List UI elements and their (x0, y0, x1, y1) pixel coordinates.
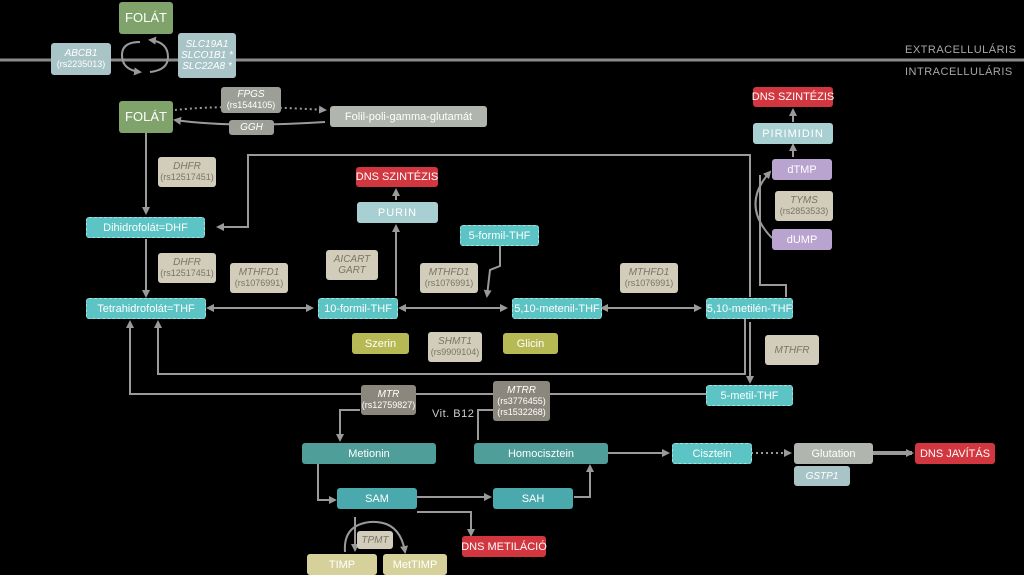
dhfr1-name: DHFR (173, 161, 201, 172)
shmt1-rs: (rs9909104) (430, 347, 480, 357)
gart-name: GART (338, 265, 366, 276)
mthfd1c-name: MTHFD1 (628, 267, 670, 278)
extracellular-label: EXTRACELLULÁRIS (905, 44, 1017, 56)
formil5-node: 5-formil-THF (460, 225, 539, 246)
shmt1-name: SHMT1 (438, 336, 472, 347)
mtrr-rs2: (rs1532268) (497, 406, 546, 417)
folil-poli-gamma-glutamat: Folil-poli-gamma-glutamát (330, 106, 487, 127)
tyms-enzyme: TYMS (rs2853533) (775, 191, 833, 221)
slco1b1-name: SLCO1B1 * (181, 50, 233, 61)
dns-szintezis-pirimidin: DNS SZINTÉZIS (752, 87, 834, 107)
mtrr-enzyme: MTRR (rs3776455) (rs1532268) (493, 381, 550, 421)
ggh-enzyme: GGH (229, 120, 274, 135)
slc22a8-name: SLC22A8 * (182, 61, 232, 72)
timp-node: TIMP (307, 554, 377, 575)
mthfd1b-rs: (rs1076991) (424, 278, 474, 288)
mtrr-rs1: (rs3776455) (497, 395, 546, 406)
glutation-node: Glutation (794, 443, 873, 464)
dns-javitas-node: DNS JAVÍTÁS (915, 443, 995, 464)
metil5-node: 5-metil-THF (706, 385, 793, 406)
gstp1-name: GSTP1 (805, 470, 839, 482)
mtr-rs: (rs12759827) (361, 400, 416, 410)
intracellular-label: INTRACELLULÁRIS (905, 66, 1013, 78)
tpmt-enzyme: TPMT (357, 531, 393, 549)
abcb1-name: ABCB1 (64, 48, 98, 59)
sam-node: SAM (337, 488, 417, 509)
slc-transporters: SLC19A1 SLCO1B1 * SLC22A8 * (178, 33, 236, 78)
aicart-gart-enzyme: AICART GART (326, 250, 378, 280)
gstp1-enzyme: GSTP1 (794, 466, 850, 486)
dhfr1-rs: (rs12517451) (160, 172, 214, 182)
mthfd1a-name: MTHFD1 (238, 267, 280, 278)
mtr-name: MTR (377, 389, 400, 400)
vit-b12-label: Vit. B12 (432, 408, 475, 420)
mthfr-enzyme: MTHFR (765, 335, 819, 365)
aicart-name: AICART (333, 254, 371, 265)
mthfd1-enzyme-b: MTHFD1 (rs1076991) (420, 263, 478, 293)
dtmp-node: dTMP (772, 159, 832, 180)
homocisztein-node: Homocisztein (474, 443, 608, 464)
formil10-node: 10-formil-THF (318, 298, 398, 319)
purin-node: PURIN (357, 202, 438, 223)
abcb1-rs: (rs2235013) (56, 59, 106, 69)
shmt1-enzyme: SHMT1 (rs9909104) (428, 332, 482, 362)
dhfr-enzyme-2: DHFR (rs12517451) (158, 253, 216, 283)
fpgs-rs: (rs1544105) (226, 100, 276, 110)
dump-node: dUMP (772, 229, 832, 250)
folat-extracellular: FOLÁT (119, 2, 173, 34)
cisztein-node: Cisztein (672, 443, 752, 464)
mthfr-name: MTHFR (774, 344, 810, 356)
slc19a1-name: SLC19A1 (185, 39, 229, 50)
ggh-name: GGH (240, 122, 263, 133)
mthfd1a-rs: (rs1076991) (234, 278, 284, 288)
sah-node: SAH (493, 488, 573, 509)
szerin-node: Szerin (352, 333, 409, 354)
metenil-node: 5,10-metenil-THF (512, 298, 602, 319)
mtr-enzyme: MTR (rs12759827) (361, 385, 416, 415)
mthfd1-enzyme-a: MTHFD1 (rs1076991) (230, 263, 288, 293)
dhfr2-name: DHFR (173, 257, 201, 268)
folat-intracellular: FOLÁT (119, 101, 173, 133)
dhfr-enzyme-1: DHFR (rs12517451) (158, 157, 216, 187)
tpmt-name: TPMT (361, 534, 389, 546)
pirimidin-node: PIRIMIDIN (753, 123, 833, 144)
dns-szintezis-purin: DNS SZINTÉZIS (356, 167, 438, 187)
fpgs-enzyme: FPGS (rs1544105) (221, 87, 281, 113)
mtrr-name: MTRR (507, 384, 536, 396)
mthfd1-enzyme-c: MTHFD1 (rs1076991) (620, 263, 678, 293)
dihidrofolat-node: Dihidrofolát=DHF (86, 217, 205, 238)
mettimp-node: MetTIMP (383, 554, 447, 575)
abcb1-enzyme: ABCB1 (rs2235013) (51, 43, 111, 75)
metionin-node: Metionin (302, 443, 436, 464)
mthfd1c-rs: (rs1076991) (624, 278, 674, 288)
dhfr2-rs: (rs12517451) (160, 268, 214, 278)
tetrahidrofolat-node: Tetrahidrofolát=THF (86, 298, 206, 319)
dns-metilacio-node: DNS METILÁCIÓ (461, 536, 547, 557)
tyms-name: TYMS (790, 195, 818, 206)
metilen-node: 5,10-metilén-THF (706, 298, 793, 319)
mthfd1b-name: MTHFD1 (428, 267, 470, 278)
glicin-node: Glicin (503, 333, 558, 354)
fpgs-name: FPGS (237, 89, 265, 100)
tyms-rs: (rs2853533) (779, 206, 829, 216)
